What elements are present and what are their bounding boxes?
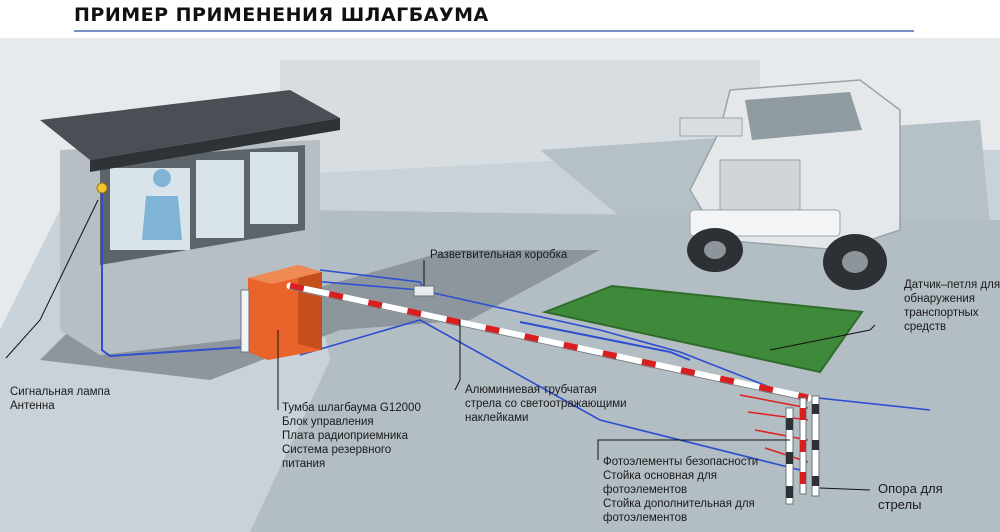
label-junction-box: Разветвительная коробка	[430, 248, 567, 262]
photocell-cable	[299, 319, 801, 471]
barrier-cabinet-top	[248, 265, 322, 284]
photocell-post-extra	[799, 397, 807, 495]
booth-window-pane	[250, 152, 298, 224]
truck	[679, 79, 901, 290]
label-line: Сигнальная лампа	[10, 386, 111, 398]
barrier-cabinet-side	[298, 265, 322, 350]
page-title: ПРИМЕР ПРИМЕНЕНИЯ ШЛАГБАУМА	[74, 4, 489, 26]
label-line: Опора для	[878, 481, 943, 496]
label-line: Датчик–петля для	[904, 279, 1000, 291]
loop-sensor	[541, 284, 864, 374]
boom-arm-stripes	[289, 282, 809, 402]
label-line: фотоэлементов	[603, 512, 688, 524]
label-signal-lamp: Сигнальная лампа Антенна	[10, 385, 110, 413]
booth-roof	[40, 90, 340, 160]
label-line: Блок управления	[282, 416, 374, 428]
label-line: стрела со светоотражающими	[465, 398, 627, 410]
label-line: Алюминиевая трубчатая	[465, 384, 597, 396]
label-loop-sensor: Датчик–петля для обнаружения транспортны…	[904, 278, 1000, 334]
label-line: стрелы	[878, 497, 922, 512]
operator-head	[153, 169, 171, 187]
loop-lead-cable	[519, 321, 691, 361]
label-line: Стойка дополнительная для	[603, 498, 755, 510]
photocell-post-main	[785, 407, 794, 505]
signal-lamp	[96, 182, 108, 194]
junction-box	[413, 285, 435, 297]
booth-roof-edge	[90, 118, 340, 172]
label-boom: Алюминиевая трубчатая стрела со светоотр…	[465, 383, 627, 425]
label-line: обнаружения	[904, 293, 975, 305]
label-line: транспортных	[904, 307, 979, 319]
label-line: Разветвительная коробка	[430, 249, 568, 261]
title-underline	[74, 30, 914, 32]
boom-arm-outline	[289, 288, 809, 402]
label-line: Система резервного	[282, 444, 392, 456]
label-line: средств	[904, 321, 947, 333]
label-line: Плата радиоприемника	[282, 430, 408, 442]
booth-window-pane	[196, 160, 244, 238]
label-line: питания	[282, 458, 326, 470]
label-line: Антенна	[10, 400, 55, 412]
left-post	[240, 289, 250, 353]
label-photocells: Фотоэлементы безопасности Стойка основна…	[603, 455, 758, 525]
leader-lines	[5, 199, 876, 491]
label-line: Стойка основная для	[603, 470, 717, 482]
signal-lamp-cable	[101, 193, 261, 358]
label-line: фотоэлементов	[603, 484, 688, 496]
operator-body	[142, 196, 182, 240]
label-line: наклейками	[465, 412, 529, 424]
label-line: Тумба шлагбаума G12000	[282, 402, 421, 414]
label-cabinet: Тумба шлагбаума G12000 Блок управления П…	[282, 401, 421, 471]
label-boom-support: Опора для стрелы	[878, 481, 943, 513]
label-line: Фотоэлементы безопасности	[603, 456, 759, 468]
boom-support-post	[811, 395, 820, 497]
